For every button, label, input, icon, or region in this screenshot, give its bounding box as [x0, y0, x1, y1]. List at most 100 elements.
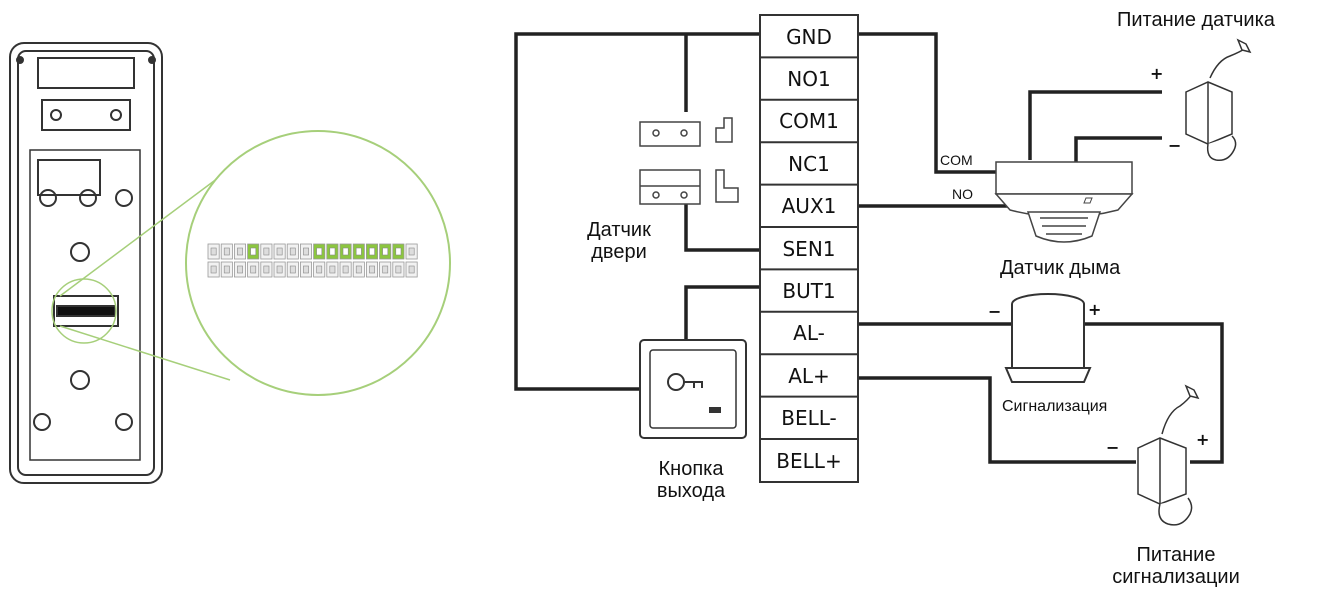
- terminal-block-frame: [759, 14, 859, 483]
- alarm-label: Сигнализация: [1002, 398, 1108, 415]
- pin-socket: [369, 265, 375, 274]
- pin-socket: [250, 265, 257, 274]
- zoom-line-bottom: [59, 325, 231, 381]
- pin-socket: [250, 247, 257, 256]
- adapter-cable-bottom: [1158, 497, 1193, 526]
- pin-socket: [395, 247, 402, 256]
- pin-socket: [382, 265, 389, 274]
- zoom-source-ring: [51, 278, 117, 344]
- pin-socket: [329, 265, 336, 274]
- smoke-detector-label: Датчик дыма: [1000, 257, 1121, 279]
- exit-button-label-line1: Кнопка: [658, 458, 724, 480]
- device-inner-frame: [17, 50, 155, 476]
- pin-socket: [316, 265, 323, 274]
- wire-al-plus-alarm-power-minus: [858, 376, 1136, 464]
- smoke-detector-led-icon: [1083, 197, 1093, 204]
- adapter-body: [1185, 81, 1233, 145]
- device-screw: [70, 242, 90, 262]
- pin-socket: [408, 265, 415, 274]
- terminal-nc1: NC1: [788, 151, 830, 176]
- terminal-block: [759, 14, 859, 483]
- pin-socket: [342, 265, 349, 274]
- adapter-plug: [1184, 384, 1200, 400]
- pin-socket: [237, 247, 243, 256]
- adapter-body: [1137, 437, 1187, 505]
- door-sensor-hole: [680, 129, 688, 137]
- device-screw: [115, 189, 133, 207]
- com-mark: COM: [940, 152, 973, 168]
- siren-plus-mark: +: [1088, 300, 1102, 319]
- pin-socket: [276, 265, 283, 274]
- wire-sensor-power-minus: [1074, 136, 1162, 164]
- door-sensor-bracket: [715, 169, 739, 203]
- door-sensor-switch: [639, 169, 701, 205]
- wire-sensor-power-plus: [1028, 90, 1162, 160]
- terminal-aux1: AUX1: [781, 194, 837, 219]
- pin-grid: [207, 243, 418, 278]
- wires: [514, 32, 1224, 464]
- zoom-line-top: [59, 174, 223, 297]
- pin-socket: [369, 247, 375, 256]
- wire-gnd-smoke-com: [858, 32, 1002, 174]
- pin-socket: [237, 265, 243, 274]
- pin-socket: [408, 247, 415, 256]
- alarm-power-label-line2: сигнализации: [1112, 566, 1240, 588]
- alarm-power-minus-mark: −: [1106, 438, 1120, 457]
- wire-sen1-door-sensor: [684, 204, 760, 252]
- adapter-plug: [1236, 38, 1252, 54]
- pin-socket: [342, 247, 349, 256]
- terminal-bell-minus: BELL-: [781, 406, 837, 431]
- pin-socket: [316, 247, 323, 256]
- terminal-no1: NO1: [787, 66, 831, 91]
- pin-socket: [223, 265, 230, 274]
- adapter-cable-top: [1161, 393, 1193, 435]
- pin-socket: [303, 247, 309, 256]
- exit-button-face: [649, 349, 737, 429]
- pin-socket: [355, 247, 362, 256]
- smoke-detector-base: [995, 161, 1133, 195]
- device-screw: [79, 189, 97, 207]
- device-top-slot: [37, 57, 135, 89]
- smoke-detector-grille: [1026, 211, 1102, 243]
- wire-but1-exit-button: [684, 285, 760, 340]
- device-screw: [115, 413, 133, 431]
- sensor-power-minus-mark: −: [1168, 136, 1182, 155]
- device-back-panel: [29, 149, 141, 461]
- pin-socket: [355, 265, 362, 274]
- device-screw-dot: [16, 56, 24, 64]
- pin-socket: [289, 265, 296, 274]
- smoke-detector-vents: [1040, 217, 1088, 235]
- pin-socket: [329, 247, 336, 256]
- smoke-detector: [994, 161, 1134, 243]
- pin-socket: [395, 265, 402, 274]
- door-sensor-hole: [680, 191, 688, 199]
- alarm-power-plus-mark: +: [1196, 430, 1210, 449]
- siren-base: [1004, 367, 1092, 383]
- device-screw-dot: [148, 56, 156, 64]
- siren-body: [1011, 304, 1085, 369]
- door-sensor-label-line1: Датчик: [587, 219, 651, 241]
- alarm-power-label: Питание сигнализации: [1096, 544, 1256, 588]
- exit-button-led: [709, 407, 721, 413]
- pin-socket: [276, 247, 283, 256]
- device-mount-hole: [110, 109, 122, 121]
- adapter-cable-top: [1209, 47, 1247, 79]
- pin-socket: [210, 247, 217, 256]
- pin-socket: [263, 247, 270, 256]
- alarm-power-adapter: [1137, 384, 1200, 526]
- zoom-callout: [51, 130, 451, 396]
- pin-socket: [289, 247, 296, 256]
- sensor-power-plus-mark: +: [1150, 64, 1164, 83]
- door-sensor-bracket: [715, 117, 733, 143]
- siren: [1004, 293, 1092, 383]
- pin-socket: [303, 265, 309, 274]
- device-mount-hole: [50, 109, 62, 121]
- terminal-al-minus: AL-: [793, 321, 825, 346]
- siren-minus-mark: −: [988, 302, 1002, 321]
- wire-siren-alarm-power-plus: [1082, 322, 1224, 464]
- door-sensor-label: Датчик двери: [574, 219, 664, 263]
- terminal-bell-plus: BELL+: [776, 448, 842, 473]
- sensor-power-adapter: [1185, 38, 1252, 162]
